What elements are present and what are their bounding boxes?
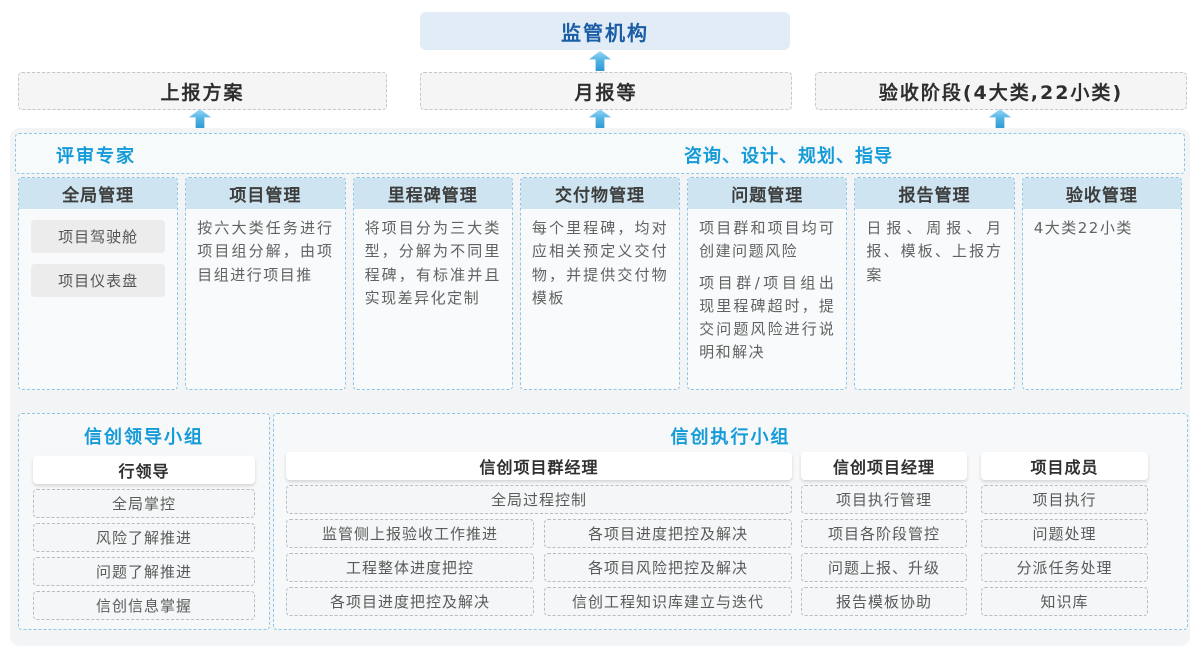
duty-item: 项目执行管理: [801, 485, 967, 514]
leader-group: 信创领导小组 行领导 全局掌控 风险了解推进 问题了解推进 信创信息掌握: [18, 413, 270, 630]
duty-item: 信创信息掌握: [33, 591, 255, 620]
duty-item: 问题处理: [981, 519, 1148, 548]
project-manager-section: 信创项目经理 项目执行管理 项目各阶段管控 问题上报、升级 报告模板协助: [801, 452, 967, 616]
module-description: 日报、周报、月报、模板、上报方案: [866, 219, 1003, 284]
role-chip: 信创项目经理: [801, 452, 967, 480]
module-card-deliverable: 交付物管理 每个里程碑，均对应相关预定义交付物，并提供交付物模板: [519, 177, 681, 390]
role-chip: 行领导: [33, 456, 255, 484]
duty-item: 各项目风险把控及解决: [544, 553, 792, 582]
module-description: 项目群/项目组出现里程碑超时，提交问题风险进行说明和解决: [699, 273, 836, 362]
report-box-monthly: 月报等: [420, 72, 792, 110]
duty-item: 监管侧上报验收工作推进: [286, 519, 534, 548]
program-manager-section: 信创项目群经理 全局过程控制 监管侧上报验收工作推进 工程整体进度把控 各项目进…: [286, 452, 792, 616]
module-description: 每个里程碑，均对应相关预定义交付物，并提供交付物模板: [531, 219, 669, 307]
role-chip: 信创项目群经理: [286, 452, 792, 480]
duty-item: 知识库: [981, 587, 1148, 616]
module-title: 问题管理: [688, 178, 847, 209]
report-box-plan: 上报方案: [18, 72, 387, 110]
module-card-report: 报告管理 日报、周报、月报、模板、上报方案: [854, 177, 1015, 390]
group-title: 信创领导小组: [84, 427, 204, 448]
module-description: 4大类22小类: [1033, 219, 1133, 237]
up-arrow-icon: [589, 109, 611, 129]
feature-chip: 项目驾驶舱: [31, 220, 166, 253]
duty-item: 工程整体进度把控: [286, 553, 534, 582]
duty-item: 各项目进度把控及解决: [286, 587, 534, 616]
duty-item: 问题上报、升级: [801, 553, 967, 582]
module-description: 按六大类任务进行项目组分解，由项目组进行项目推: [197, 219, 334, 284]
module-title: 项目管理: [186, 178, 345, 209]
module-title: 里程碑管理: [353, 178, 512, 209]
module-description: 将项目分为三大类型，分解为不同里程碑，有标准并且实现差异化定制: [364, 219, 501, 307]
duty-item: 风险了解推进: [33, 523, 255, 552]
module-title: 验收管理: [1022, 178, 1181, 209]
review-experts-label: 评审专家: [56, 146, 136, 167]
module-card-project: 项目管理 按六大类任务进行项目组分解，由项目组进行项目推: [185, 177, 346, 390]
duty-item: 分派任务处理: [981, 553, 1148, 582]
module-card-milestone: 里程碑管理 将项目分为三大类型，分解为不同里程碑，有标准并且实现差异化定制: [352, 177, 513, 390]
module-card-acceptance: 验收管理 4大类22小类: [1021, 177, 1182, 390]
header-strip: 评审专家 咨询、设计、规划、指导: [15, 133, 1185, 174]
consulting-label: 咨询、设计、规划、指导: [684, 146, 893, 167]
up-arrow-icon: [989, 109, 1011, 129]
duty-item: 项目执行: [981, 485, 1148, 514]
exec-group: 信创执行小组 信创项目群经理 全局过程控制 监管侧上报验收工作推进 工程整体进度…: [273, 413, 1188, 630]
module-card-global: 全局管理 项目驾驶舱 项目仪表盘: [18, 177, 179, 390]
module-title: 交付物管理: [520, 178, 680, 209]
module-title: 报告管理: [855, 178, 1014, 209]
module-title: 全局管理: [19, 178, 178, 209]
duty-item: 信创工程知识库建立与迭代: [544, 587, 792, 616]
duty-item: 问题了解推进: [33, 557, 255, 586]
platform-panel: 评审专家 咨询、设计、规划、指导 全局管理 项目驾驶舱 项目仪表盘 项目管理 按…: [10, 128, 1190, 646]
duty-item: 各项目进度把控及解决: [544, 519, 792, 548]
module-description: 项目群和项目均可创建问题风险: [699, 219, 836, 261]
module-card-issue: 问题管理 项目群和项目均可创建问题风险 项目群/项目组出现里程碑超时，提交问题风…: [687, 177, 848, 390]
up-arrow-icon: [589, 51, 611, 71]
module-columns: 全局管理 项目驾驶舱 项目仪表盘 项目管理 按六大类任务进行项目组分解，由项目组…: [18, 177, 1182, 390]
duty-item: 全局过程控制: [286, 485, 792, 514]
regulator-box: 监管机构: [420, 12, 790, 50]
role-chip: 项目成员: [981, 452, 1148, 480]
duty-item: 报告模板协助: [801, 587, 967, 616]
up-arrow-icon: [189, 109, 211, 129]
report-box-acceptance: 验收阶段(4大类,22小类): [815, 72, 1187, 110]
duty-item: 全局掌控: [33, 489, 255, 518]
project-member-section: 项目成员 项目执行 问题处理 分派任务处理 知识库: [981, 452, 1148, 616]
feature-chip: 项目仪表盘: [31, 264, 166, 297]
duty-item: 项目各阶段管控: [801, 519, 967, 548]
group-title: 信创执行小组: [670, 427, 791, 448]
